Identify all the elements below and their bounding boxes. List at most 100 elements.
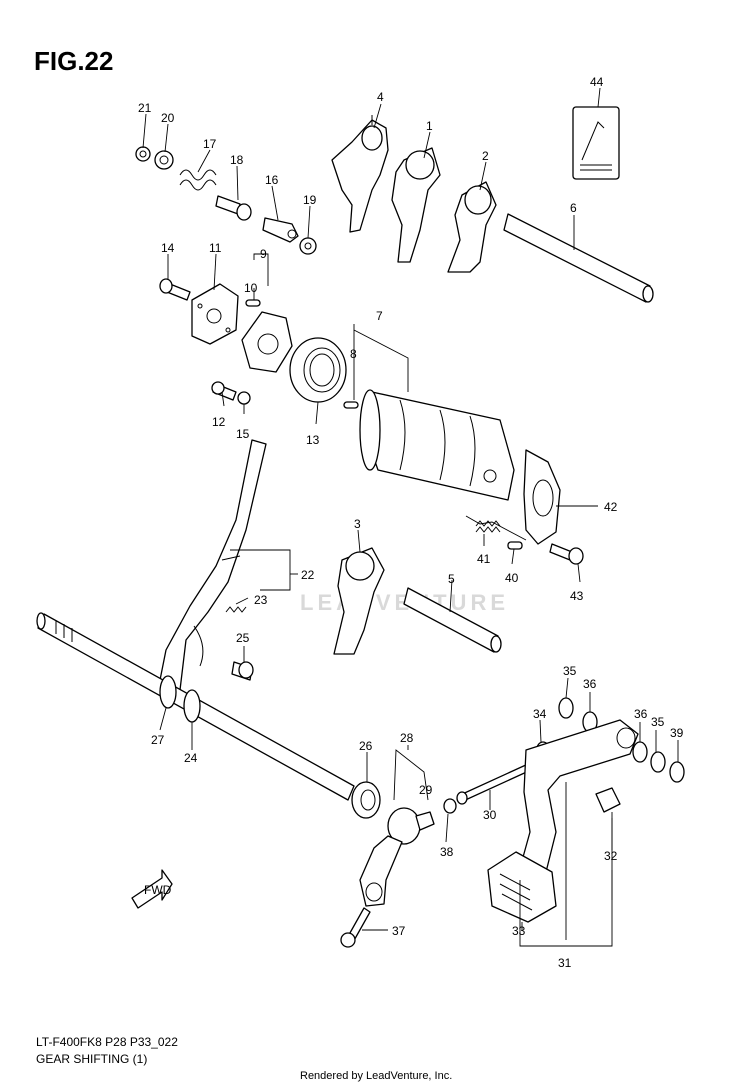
callout-22: 22 (301, 568, 315, 582)
callout-44: 44 (590, 75, 604, 89)
callout-39: 39 (670, 726, 684, 740)
callout-25: 25 (236, 631, 250, 645)
bolt-25 (231, 661, 254, 681)
bolt-12 (211, 381, 237, 401)
circlip-39 (669, 761, 685, 783)
callout-5: 5 (448, 572, 455, 586)
callout-4: 4 (377, 90, 384, 104)
callout-18: 18 (230, 153, 244, 167)
figure-code: LT-F400FK8 P28 P33_022 (36, 1035, 178, 1049)
leader-lines (142, 87, 679, 947)
shift-fork-4 (331, 115, 389, 233)
callout-32: 32 (604, 849, 618, 863)
callout-24: 24 (184, 751, 198, 765)
shift-fork-2 (447, 181, 497, 273)
callout-36-right: 36 (634, 707, 648, 721)
gearshift-lever-arm (359, 835, 403, 907)
callout-1: 1 (426, 119, 433, 133)
callout-28: 28 (400, 731, 414, 745)
circlip-27 (159, 675, 177, 709)
callout-3: 3 (354, 517, 361, 531)
callout-42: 41 (477, 552, 491, 566)
washer-35-right (650, 751, 666, 773)
callout-12: 12 (212, 415, 226, 429)
callout-11: 11 (209, 241, 222, 255)
plate-11 (191, 283, 239, 345)
bolt-43 (549, 543, 584, 565)
spring-42 (475, 520, 501, 533)
rubber-pad-33 (487, 851, 557, 923)
callout-33: 33 (512, 924, 526, 938)
callout-14: 14 (161, 241, 175, 255)
watermark: LEADVENTURE (300, 590, 509, 616)
washer-19 (299, 237, 317, 255)
callout-26: 26 (359, 739, 373, 753)
callout-21: 21 (138, 101, 152, 115)
washer-24 (183, 689, 201, 723)
callout-29: 29 (419, 783, 433, 797)
shift-fork-1 (391, 147, 441, 263)
callout-43: 43 (570, 589, 584, 603)
figure-caption: GEAR SHIFTING (1) (36, 1052, 148, 1066)
callout-34: 34 (533, 707, 547, 721)
callout-30: 30 (483, 808, 497, 822)
cam-9 (241, 311, 293, 373)
gearshift-cam-7 (359, 389, 515, 501)
footer-credit: Rendered by LeadVenture, Inc. (300, 1070, 453, 1082)
callout-16: 16 (265, 173, 279, 187)
gearshift-pedal-31 (519, 719, 639, 885)
callout-37: 37 (392, 924, 406, 938)
fork-shaft-5 (403, 587, 502, 653)
callout-7: 7 (376, 309, 383, 323)
pin-8 (343, 401, 359, 409)
stopper-plate-16 (262, 217, 299, 243)
pin-10 (245, 299, 261, 307)
spring-17 (179, 169, 217, 191)
rod-30 (456, 763, 532, 805)
shift-fork-3 (333, 547, 385, 655)
callouts: 4 1 2 44 6 21 20 17 18 16 19 14 11 9 10 … (138, 75, 684, 970)
bearing-13 (289, 337, 347, 403)
oring-36-right (632, 741, 648, 763)
callout-20: 20 (161, 111, 175, 125)
callout-31: 31 (558, 956, 572, 970)
callout-8: 8 (350, 347, 357, 361)
callout-19: 19 (303, 193, 317, 207)
callout-23: 23 (254, 593, 268, 607)
bracket-40 (523, 449, 561, 545)
callout-41: 40 (505, 571, 519, 585)
forward-arrow-icon: FWD (131, 869, 173, 909)
gearshift-arm-22 (157, 439, 267, 701)
callout-35-right: 35 (651, 715, 665, 729)
spring-23 (225, 606, 247, 613)
callout-15: 15 (236, 427, 250, 441)
joint-29 (387, 807, 435, 845)
callout-6: 6 (570, 201, 577, 215)
callout-10: 10 (244, 281, 258, 295)
nut-21 (135, 146, 151, 162)
washer-15 (237, 391, 251, 405)
callout-2: 2 (482, 149, 489, 163)
nut-38 (443, 798, 457, 814)
callout-27: 27 (151, 733, 165, 747)
callout-40: 42 (604, 500, 618, 514)
callout-13: 13 (306, 433, 320, 447)
callout-9: 9 (260, 247, 267, 261)
callout-36-top: 36 (583, 677, 597, 691)
callout-38: 38 (440, 845, 454, 859)
bushing-32 (595, 787, 621, 813)
bearing-26 (351, 781, 381, 819)
bolt-18 (215, 195, 252, 221)
pin-41 (507, 541, 523, 550)
bolt-14 (159, 278, 191, 301)
callout-17: 17 (203, 137, 217, 151)
washer-35-left (558, 697, 574, 719)
fork-shaft-6 (503, 213, 654, 303)
forward-arrow-text: FWD (144, 883, 172, 897)
washer-20 (154, 150, 174, 170)
callout-35-top: 35 (563, 664, 577, 678)
bolt-37 (340, 907, 371, 948)
caution-label-44 (572, 106, 620, 180)
figure-title: FIG.22 (34, 46, 114, 76)
